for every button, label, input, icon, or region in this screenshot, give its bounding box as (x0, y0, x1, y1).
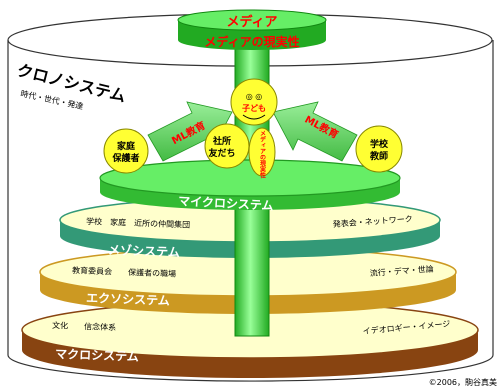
teacher-line1: 学校 (370, 138, 389, 150)
media-reality-oval: メディアの現実性 (248, 127, 276, 179)
family-circle: 家庭 保護者 (103, 128, 149, 174)
family-line1: 家庭 (117, 140, 136, 152)
friends-line2: 友だち (208, 147, 235, 159)
exo-right-text: 流行・デマ・世論 (369, 264, 434, 278)
family-line2: 保護者 (111, 152, 139, 164)
media-title: メディア (226, 14, 277, 30)
teacher-circle: 学校 教師 (355, 125, 403, 173)
media-reality-label: メディアの現実性 (259, 130, 267, 179)
exo-label: エクソシステム (86, 291, 170, 308)
child-eyes: ◎ ◎ (246, 92, 263, 101)
child-smiley: ◎ ◎ 子ども (230, 78, 278, 126)
micro-label: マイクロシステム (178, 194, 274, 213)
media-disc (177, 9, 327, 50)
friends-circle: 社所 友だち (204, 123, 250, 169)
child-label: 子ども (242, 103, 266, 113)
macro-label: マクロシステム (55, 347, 139, 364)
macro-left-text: 文化 信念体系 (52, 320, 116, 332)
ml-education-arrow-right: ML教育 (272, 101, 358, 162)
teacher-line2: 教師 (369, 150, 388, 162)
media-subtitle: メディアの現実性 (204, 34, 299, 49)
copyright: ©2006，駒谷真美 (429, 377, 497, 387)
friends-line1: 社所 (212, 135, 231, 147)
exo-left-text: 教育委員会 保護者の職場 (72, 265, 176, 279)
meso-label: メゾシステム (108, 242, 180, 259)
meso-left-text: 学校 家庭 近所の仲間集団 (86, 216, 190, 230)
